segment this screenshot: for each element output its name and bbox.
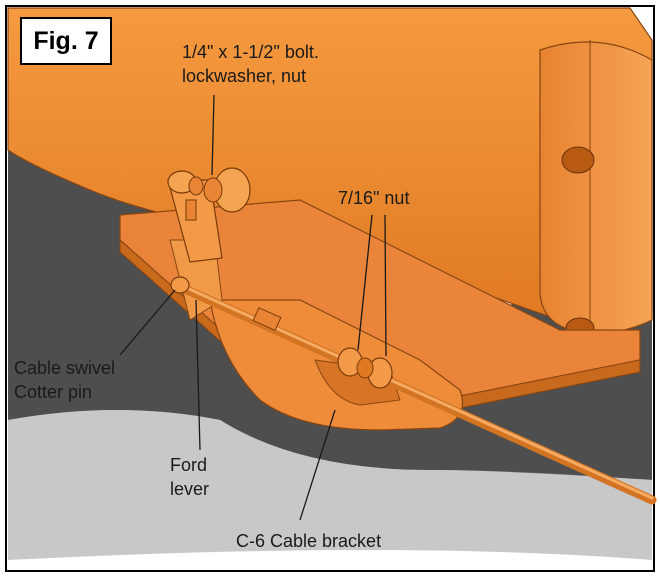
leader-lines bbox=[119, 94, 387, 521]
leader-bracket bbox=[299, 409, 336, 521]
leader-lever bbox=[195, 299, 201, 451]
leader-nut-right bbox=[384, 214, 387, 357]
callout-bolt: 1/4" x 1-1/2" bolt. lockwasher, nut bbox=[182, 42, 319, 86]
leader-swivel bbox=[119, 289, 176, 356]
callout-bracket: C-6 Cable bracket bbox=[236, 531, 382, 551]
figure-label: Fig. 7 bbox=[20, 17, 112, 65]
callout-lever: Ford lever bbox=[170, 455, 210, 499]
bolt-assembly bbox=[167, 167, 251, 263]
leader-nut-left bbox=[357, 214, 373, 351]
shift-cable bbox=[170, 276, 657, 505]
callout-nut: 7/16" nut bbox=[338, 188, 410, 208]
transmission-body bbox=[7, 7, 653, 431]
callout-swivel: Cable swivel Cotter pin bbox=[14, 358, 116, 402]
leader-bolt bbox=[211, 94, 215, 176]
